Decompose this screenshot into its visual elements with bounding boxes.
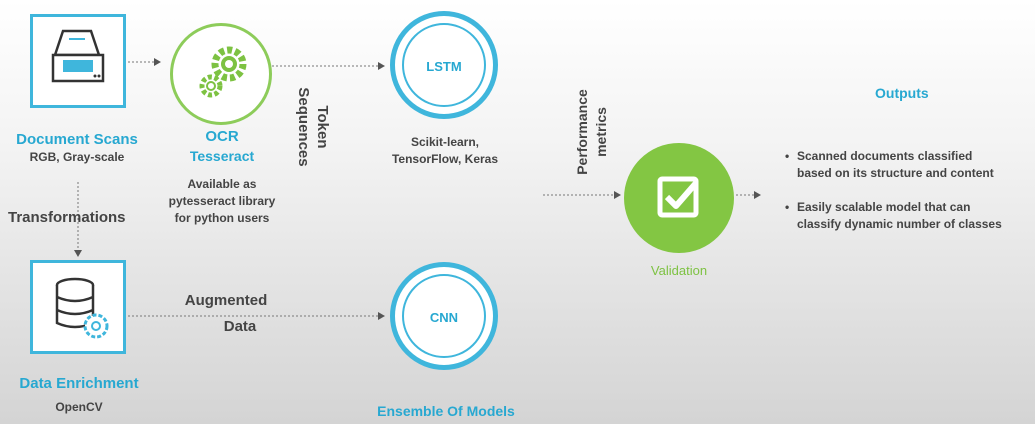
augmented-data-line2: Data: [223, 318, 257, 335]
performance-metrics-line1: Performance: [574, 89, 590, 175]
outputs-item: • Easily scalable model that can classif…: [785, 199, 1035, 233]
scanner-icon: [51, 29, 105, 83]
ocr-description-line1: Available as: [187, 177, 257, 191]
data-enrichment-title: Data Enrichment: [19, 375, 139, 392]
database-gear-icon: [55, 277, 109, 339]
cnn-label: CNN: [429, 310, 459, 325]
validation-label: Validation: [650, 263, 708, 278]
ocr-title: OCR: [205, 128, 239, 145]
lstm-description-line1: Scikit-learn,: [410, 135, 480, 149]
lstm-circle: LSTM: [390, 11, 498, 119]
document-scans-title: Document Scans: [16, 131, 138, 148]
outputs-item-2-line1: Easily scalable model that can: [797, 200, 971, 214]
performance-metrics-label: Performance metrics: [573, 72, 611, 192]
outputs-list: • Scanned documents classified based on …: [785, 148, 1035, 250]
validation-circle: [624, 143, 734, 253]
outputs-item-2-line2: classify dynamic number of classes: [797, 217, 1002, 231]
lstm-inner-ring: [402, 23, 486, 107]
cnn-circle: CNN: [390, 262, 498, 370]
document-scans-subtitle: RGB, Gray-scale: [29, 150, 125, 164]
ocr-description-line2: pytesseract library: [168, 194, 276, 208]
data-enrichment-box: [30, 260, 126, 354]
document-scans-box: [30, 14, 126, 108]
outputs-item-1-line2: based on its structure and content: [797, 166, 994, 180]
token-sequences-line1: Token: [314, 105, 331, 149]
outputs-item: • Scanned documents classified based on …: [785, 148, 1035, 182]
performance-metrics-line2: metrics: [593, 107, 609, 157]
token-sequences-line2: Sequences: [295, 87, 312, 167]
checkbox-check-icon: [657, 176, 699, 218]
ensemble-label: Ensemble Of Models: [377, 403, 515, 419]
ocr-subtitle: Tesseract: [189, 148, 255, 164]
lstm-label: LSTM: [426, 59, 462, 74]
augmented-data-line1: Augmented: [184, 292, 268, 309]
ocr-description-line3: for python users: [174, 211, 270, 225]
bullet-icon: •: [785, 149, 790, 163]
bullet-icon: •: [785, 200, 790, 214]
cnn-inner-ring: [402, 274, 486, 358]
outputs-item-1-line1: Scanned documents classified: [797, 149, 973, 163]
data-enrichment-subtitle: OpenCV: [55, 400, 103, 414]
transformations-label: Transformations: [8, 209, 126, 226]
gears-icon: [199, 46, 247, 98]
lstm-description-line2: TensorFlow, Keras: [391, 152, 499, 166]
outputs-title: Outputs: [875, 85, 929, 101]
token-sequences-label: Token Sequences: [294, 72, 332, 182]
ocr-circle: [170, 23, 272, 125]
